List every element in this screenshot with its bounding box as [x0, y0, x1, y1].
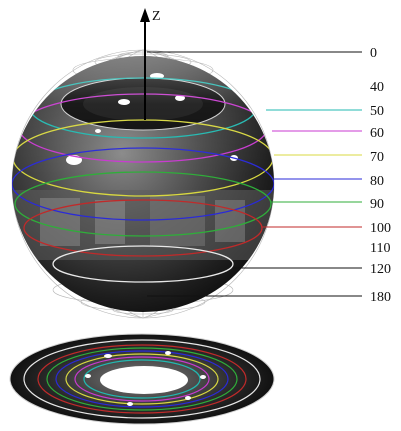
- disc-ring-90: [46, 347, 238, 411]
- zenith-label-70: 70: [370, 150, 384, 165]
- ring-120: [52, 245, 234, 283]
- disc-ring-60: [74, 356, 210, 402]
- disc-ring-50: [83, 359, 201, 399]
- zenith-label-110: 110: [370, 241, 390, 256]
- zenith-label-40: 40: [370, 80, 384, 95]
- zenith-label-90: 90: [370, 197, 384, 212]
- zenith-label-60: 60: [370, 126, 384, 141]
- z-axis-label: Z: [152, 9, 161, 24]
- fisheye-sphere: [12, 56, 274, 312]
- disc-ring-100: [37, 344, 247, 414]
- ring-100: [23, 199, 263, 257]
- zenith-label-180: 180: [370, 290, 391, 305]
- z-axis: Z: [140, 8, 161, 120]
- zenith-label-80: 80: [370, 174, 384, 189]
- disc-center-hole: [100, 366, 188, 394]
- leader-lines: [147, 51, 362, 297]
- zenith-label-100: 100: [370, 221, 391, 236]
- disc-ring-70: [65, 353, 219, 405]
- zenith-label-120: 120: [370, 262, 391, 277]
- zenith-labels: 0 40 50 60 70 80 90 100 110 120 180: [370, 46, 391, 305]
- fisheye-disc: [9, 333, 275, 425]
- disc-ring-120: [23, 339, 261, 419]
- disc-ring-80: [55, 350, 229, 408]
- zenith-label-0: 0: [370, 46, 377, 61]
- zenith-label-50: 50: [370, 104, 384, 119]
